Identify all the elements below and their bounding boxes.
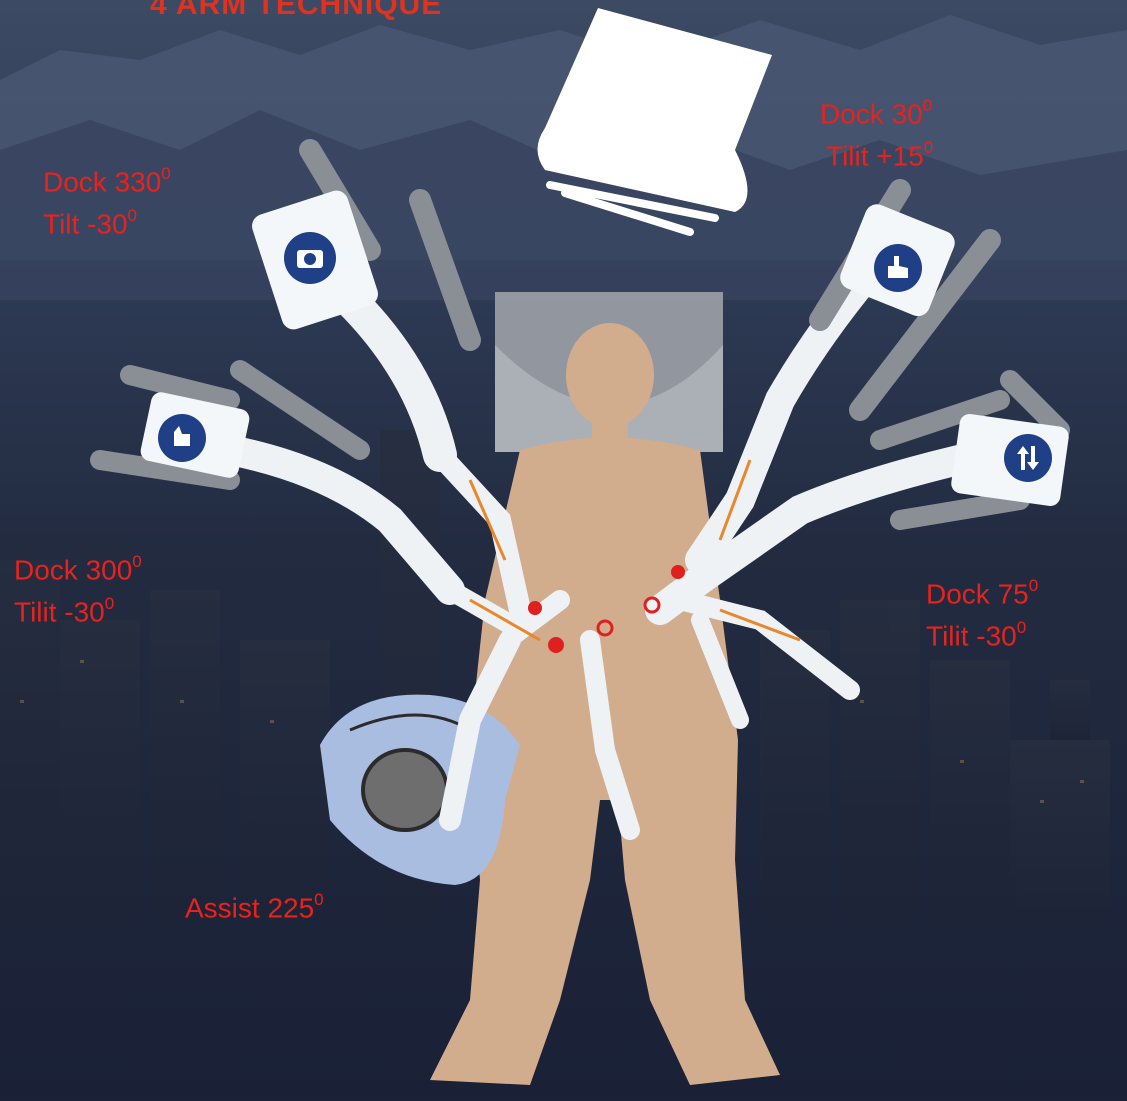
label-line: Dock 750 [926,570,1038,612]
camera-icon [284,232,336,284]
swap-arrows-icon [1004,434,1052,482]
label-line: Assist 2250 [185,884,324,926]
label-line: Tilt -300 [43,200,171,242]
label-line: Dock 3300 [43,158,171,200]
label-line: Tilit -300 [14,588,142,630]
page-title: 4 ARM TECHNIQUE [150,0,442,22]
label-dock-300: Dock 3000 Tilit -300 [14,546,142,631]
label-assist-225: Assist 2250 [185,884,324,926]
label-dock-75: Dock 750 Tilit -300 [926,570,1038,655]
label-line: Dock 300 [820,90,933,132]
pointing-hand-icon [874,244,922,292]
grasp-hand-icon [158,414,206,462]
label-dock-30: Dock 300 Tilit +150 [820,90,933,175]
label-line: Tilit +150 [820,132,933,174]
label-line: Dock 3000 [14,546,142,588]
label-line: Tilit -300 [926,612,1038,654]
label-dock-330: Dock 3300 Tilt -300 [43,158,171,243]
